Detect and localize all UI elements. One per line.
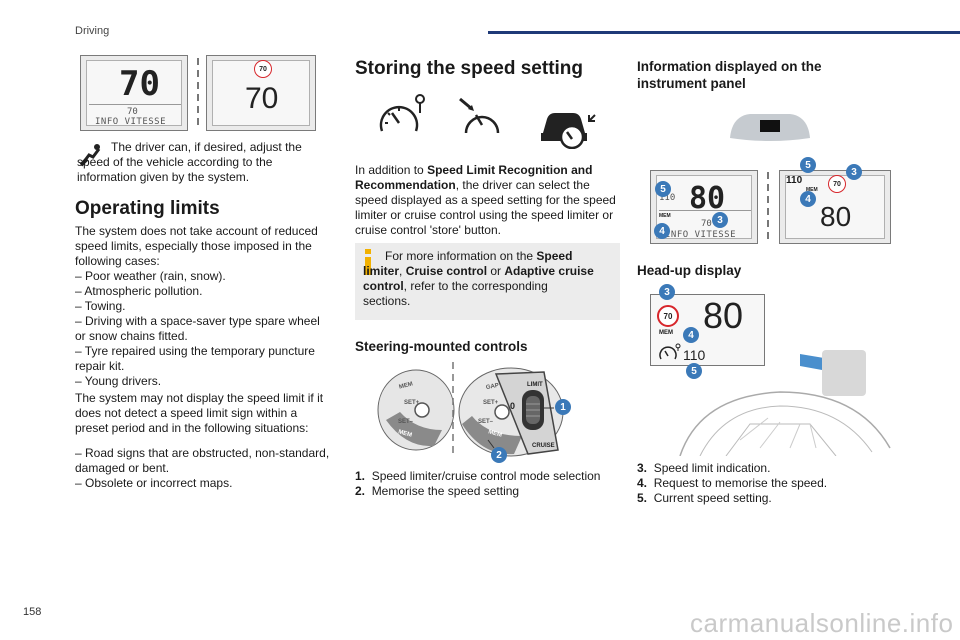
hud-speed: 80 xyxy=(703,295,744,336)
sign-display-value: 70 xyxy=(245,82,279,115)
stalk-label-limit: LIMIT xyxy=(527,382,543,388)
storing-paragraph: In addition to Speed Limit Recognition a… xyxy=(355,163,616,237)
list-item: – Towing. xyxy=(75,299,126,313)
hud-badge-5: 5 xyxy=(686,363,702,379)
lcd-mem-label: MEM xyxy=(659,213,671,219)
lcd-speed: 70 xyxy=(119,64,160,104)
hud-set-speed: 110 xyxy=(683,347,706,363)
watermark: carmanualsonline.info xyxy=(690,608,954,638)
hud-display: 70 MEM 80 110 xyxy=(650,294,765,366)
right-speed: 80 xyxy=(820,201,852,232)
hud-windscreen-illustration xyxy=(679,350,891,456)
list-item: – Young drivers. xyxy=(75,374,162,388)
right-set-speed: 110 xyxy=(786,175,803,186)
lcd-small-col3: 70 xyxy=(701,219,712,229)
situations-list: – Road signs that are obstructed, non-st… xyxy=(75,446,333,491)
speedometer-memory-icon xyxy=(379,94,425,132)
speed-sign-icon: 70 xyxy=(828,175,846,193)
steering-controls-title: Steering-mounted controls xyxy=(355,339,528,354)
operating-limits-title: Operating limits xyxy=(75,198,220,219)
stalk-label-cruise: CRUISE xyxy=(532,443,555,449)
callout-badge-4-right: 4 xyxy=(800,191,816,207)
list-item: – Atmospheric pollution. xyxy=(75,284,203,298)
lcd-caption: INFO VITESSE xyxy=(95,117,167,127)
separator-dashed xyxy=(197,58,199,130)
instrument-lcd-display: 70 70 INFO VITESSE xyxy=(80,55,188,131)
list-item: – Road signs that are obstructed, non-st… xyxy=(75,446,330,475)
stalk-label-set-minus-right: SET– xyxy=(478,419,494,425)
hud-mem-label: MEM xyxy=(659,330,673,336)
lcd-divider xyxy=(89,104,181,105)
list-item: 1. Speed limiter/cruise control mode sel… xyxy=(355,469,601,483)
list-item: – Poor weather (rain, snow). xyxy=(75,269,226,283)
steering-stalk-illustration xyxy=(377,362,564,458)
storing-speed-title: Storing the speed setting xyxy=(355,58,584,79)
driver-adjust-icon xyxy=(77,141,105,169)
callout-badge-4: 4 xyxy=(654,223,670,239)
stalk-label-set-minus-left: SET– xyxy=(398,419,414,425)
list-item: – Tyre repaired using the temporary punc… xyxy=(75,344,315,373)
callout-badge-3: 3 xyxy=(712,212,728,228)
hud-badge-4: 4 xyxy=(683,327,699,343)
lcd-divider xyxy=(659,210,751,211)
display-limit-paragraph: The system may not display the speed lim… xyxy=(75,391,324,435)
hud-title: Head-up display xyxy=(637,263,742,278)
callout-badge-1: 1 xyxy=(555,399,571,415)
lcd-small-speed: 70 xyxy=(127,107,138,117)
list-item: 3. Speed limit indication. xyxy=(637,461,771,475)
speedometer-limiter-icon xyxy=(459,97,500,134)
cases-list: – Poor weather (rain, snow). – Atmospher… xyxy=(75,269,333,389)
callout-badge-5: 5 xyxy=(655,181,671,197)
list-item: – Obsolete or incorrect maps. xyxy=(75,476,233,490)
list-item: – Driving with a space-saver type spare … xyxy=(75,314,320,343)
hud-badge-3: 3 xyxy=(659,284,675,300)
section-header: Driving xyxy=(75,25,110,37)
list-item: 4. Request to memorise the speed. xyxy=(637,476,828,490)
instrument-sign-display: 70 70 xyxy=(206,55,316,131)
page-number: 158 xyxy=(23,606,42,618)
lcd-set-speed: 110 xyxy=(659,193,676,203)
operating-limits-intro: The system does not take account of redu… xyxy=(75,224,318,268)
instrument-panel-title: Information displayed on the instrument … xyxy=(637,59,822,91)
separator-dashed xyxy=(767,172,769,242)
stalk-label-set-plus-right: SET+ xyxy=(483,400,499,406)
instrument-sign-display-col3: 110 MEM 70 80 xyxy=(779,170,891,244)
callout-badge-2: 2 xyxy=(491,447,507,463)
header-accent-bar xyxy=(488,31,960,34)
hud-legend-list: 3. Speed limit indication. 4. Request to… xyxy=(637,461,897,506)
callout-badge-5-right: 5 xyxy=(800,157,816,173)
callout-badge-3-right: 3 xyxy=(846,164,862,180)
controls-callout-list: 1. Speed limiter/cruise control mode sel… xyxy=(355,469,623,499)
adaptive-cruise-icon xyxy=(541,113,596,149)
hud-speed-sign-icon: 70 xyxy=(657,305,679,327)
hud-speedometer-icon xyxy=(659,343,681,360)
list-item: 2. Memorise the speed setting xyxy=(355,484,520,498)
list-item: 5. Current speed setting. xyxy=(637,491,772,505)
info-text: For more information on the Speed limite… xyxy=(363,249,594,308)
stalk-label-set-plus-left: SET+ xyxy=(404,400,420,406)
info-box: For more information on the Speed limite… xyxy=(355,243,620,320)
speed-sign-icon: 70 xyxy=(254,60,272,78)
adjust-paragraph: The driver can, if desired, adjust the s… xyxy=(77,140,302,184)
stalk-label-zero: 0 xyxy=(510,401,516,411)
info-icon xyxy=(365,249,371,275)
instrument-panel-icon xyxy=(730,114,810,141)
right-mem-label: MEM xyxy=(806,187,818,193)
lcd-caption-col3: INFO VITESSE xyxy=(665,230,737,240)
